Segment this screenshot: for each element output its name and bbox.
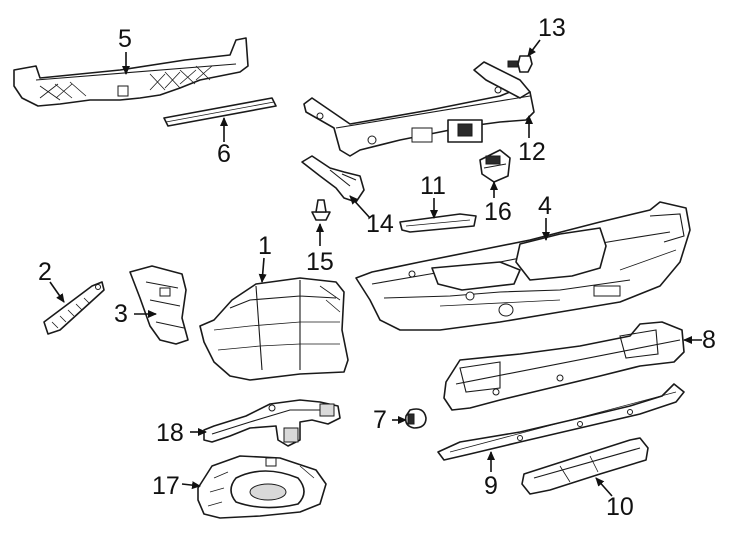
leader-2 bbox=[49, 281, 65, 303]
part-6-strip bbox=[163, 97, 277, 127]
leader-lines bbox=[49, 39, 702, 497]
part-11-trim bbox=[399, 213, 477, 233]
part-5-bracket bbox=[13, 37, 249, 107]
callout-11: 11 bbox=[420, 172, 446, 200]
part-9-valance bbox=[437, 383, 685, 461]
callout-1: 1 bbox=[258, 232, 272, 260]
part-3-bracket bbox=[129, 265, 189, 345]
callout-8: 8 bbox=[702, 326, 716, 354]
callout-7: 7 bbox=[373, 406, 387, 434]
leader-10 bbox=[595, 477, 613, 497]
part-12-hitch bbox=[303, 61, 535, 157]
part-14-bracket bbox=[301, 155, 365, 203]
leader-17 bbox=[181, 481, 201, 490]
callout-14: 14 bbox=[366, 210, 394, 238]
callout-13: 13 bbox=[538, 14, 566, 42]
part-8-beam bbox=[443, 321, 685, 411]
leader-14 bbox=[349, 195, 371, 219]
callout-15: 15 bbox=[306, 248, 334, 276]
part-16-connector bbox=[479, 149, 511, 183]
callout-9: 9 bbox=[484, 472, 498, 500]
callout-12: 12 bbox=[518, 138, 546, 166]
part-7-plug bbox=[404, 408, 427, 429]
callout-5: 5 bbox=[118, 25, 132, 53]
callout-3: 3 bbox=[114, 300, 128, 328]
callout-10: 10 bbox=[606, 493, 634, 521]
callout-18: 18 bbox=[156, 419, 184, 447]
leader-1 bbox=[258, 257, 267, 283]
callout-2: 2 bbox=[38, 258, 52, 286]
part-2-bracket bbox=[43, 281, 105, 335]
callout-17: 17 bbox=[152, 472, 180, 500]
callout-4: 4 bbox=[538, 192, 552, 220]
part-17-lamp bbox=[197, 455, 327, 519]
part-1-shield bbox=[199, 277, 349, 381]
part-18-harness bbox=[203, 399, 341, 447]
callout-16: 16 bbox=[484, 198, 512, 226]
callout-labels: 1 2 3 4 5 6 7 8 9 10 11 12 13 14 15 16 1… bbox=[38, 14, 716, 521]
part-10-skid bbox=[521, 437, 649, 495]
callout-6: 6 bbox=[217, 140, 231, 168]
leader-13 bbox=[527, 39, 541, 57]
part-13-bolt bbox=[507, 55, 533, 73]
part-4-bumper bbox=[355, 201, 691, 331]
part-15-pushpin bbox=[311, 199, 331, 221]
